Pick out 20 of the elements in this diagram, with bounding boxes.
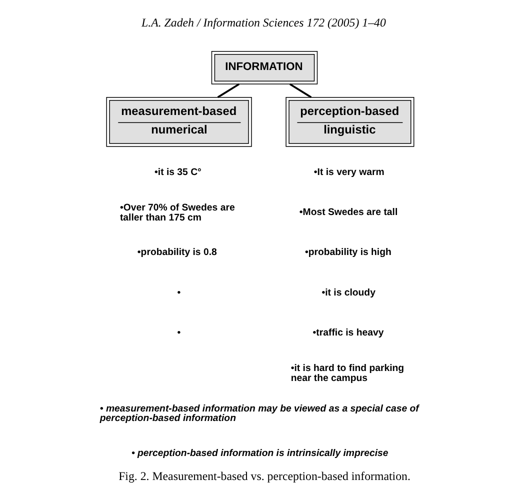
label: •it is cloudy [322,287,376,298]
label: •it is 35 C° [154,166,202,178]
label: •Over 70% of Swedes are taller than 175 cm [120,202,235,224]
label: • perception-based information is intrinsically imprecise [131,448,388,459]
label: •traffic is heavy [312,327,384,338]
caption: Fig. 2. Measurement-based vs. perception-based information. [118,468,410,483]
label: •it is hard to find parking near the campus [290,363,404,384]
connector [217,83,240,98]
label: •probability is high [304,247,392,258]
node-box: measurement-based numerical [106,97,252,147]
connector [289,83,312,98]
label: • [177,287,181,298]
label: • [177,327,181,338]
label: •It is very warm [314,166,384,178]
diagram-title: L.A. Zadeh / Information Sciences 172 (2005) 1–40 [142,16,386,30]
node-box: perception-based linguistic [286,97,414,147]
label: •probability is 0.8 [137,247,217,258]
label: •Most Swedes are tall [299,207,398,218]
node-box: INFORMATION [211,50,318,84]
label: • measurement-based information may be viewed as a special case of perception-based information [100,403,419,424]
